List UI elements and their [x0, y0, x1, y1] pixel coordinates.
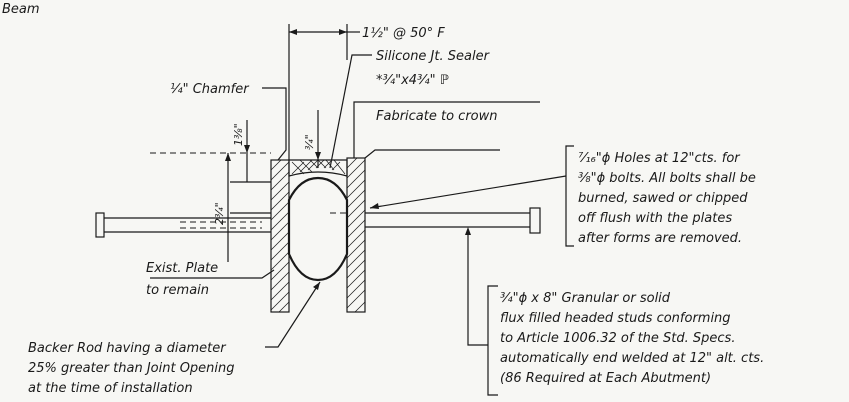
silicone-sealer	[288, 159, 348, 177]
holes-leader	[369, 175, 567, 209]
dim-2-3-4-arrow-top	[225, 153, 231, 161]
plate-label: *¾"x4¾" ℙ	[376, 73, 449, 88]
gap-dim-arrow-right	[339, 29, 347, 35]
holes-bracket	[565, 145, 574, 247]
right-stud-head	[529, 207, 541, 234]
left-plate	[270, 159, 290, 313]
backer-note-line-3: at the time of installation	[28, 381, 193, 396]
chamfer-label: ¼" Chamfer	[170, 82, 250, 97]
holes-leader-arrow	[370, 203, 379, 209]
fabricate-label: Fabricate to crown	[376, 109, 498, 124]
beam-label: Beam	[2, 2, 40, 17]
holes-note-line-3: burned, sawed or chipped	[578, 191, 748, 206]
backer-rod	[287, 176, 349, 282]
sealer-label: Silicone Jt. Sealer	[376, 49, 491, 64]
plate-leader	[353, 101, 372, 158]
chamfer-leader	[262, 87, 287, 161]
left-plate-hatch	[270, 159, 290, 313]
backer-note-line-1: Backer Rod having a diameter	[28, 341, 227, 356]
sealer-leader	[329, 54, 372, 169]
studs-note-line-2: flux filled headed studs conforming	[500, 311, 731, 326]
holes-note-line-4: off flush with the plates	[578, 211, 732, 226]
holes-note-line-1: ⁷⁄₁₆"ϕ Holes at 12"cts. for	[578, 151, 741, 166]
gap-dim-label: 1½" @ 50° F	[362, 26, 445, 41]
studs-note-line-1: ¾"ϕ x 8" Granular or solid	[500, 291, 671, 306]
holes-note-line-5: after forms are removed.	[578, 231, 742, 246]
left-bolt-head	[95, 212, 105, 238]
dim-2-3-4-label: 2¾"	[213, 202, 226, 225]
studs-note-line-4: automatically end welded at 12" alt. cts…	[500, 351, 764, 366]
dim-13-8-arrow	[244, 145, 250, 153]
exist-plate-leader	[150, 269, 275, 279]
studs-bracket	[487, 285, 498, 396]
gap-dim-arrow-left	[289, 29, 297, 35]
right-deck-line	[364, 149, 500, 159]
studs-note-line-3: to Article 1006.32 of the Std. Specs.	[500, 331, 735, 346]
exist-plate-line-1: Exist. Plate	[146, 261, 218, 276]
right-plate-hatch	[346, 157, 366, 313]
backer-note-line-2: 25% greater than Joint Opening	[28, 361, 235, 376]
backer-leader-arrow	[313, 282, 320, 290]
backer-leader	[265, 281, 321, 348]
dim-13-8-label: 1⅜"	[232, 123, 245, 146]
studs-note-line-5: (86 Required at Each Abutment)	[500, 371, 711, 386]
studs-leader-arrow	[465, 227, 471, 235]
dim-3-4-label: ¾"	[303, 134, 316, 150]
holes-note-line-2: ⅜"ϕ bolts. All bolts shall be	[578, 171, 756, 186]
exist-plate-line-2: to remain	[146, 283, 209, 298]
dim-3-4-arrow	[315, 152, 321, 160]
studs-leader	[467, 230, 488, 346]
